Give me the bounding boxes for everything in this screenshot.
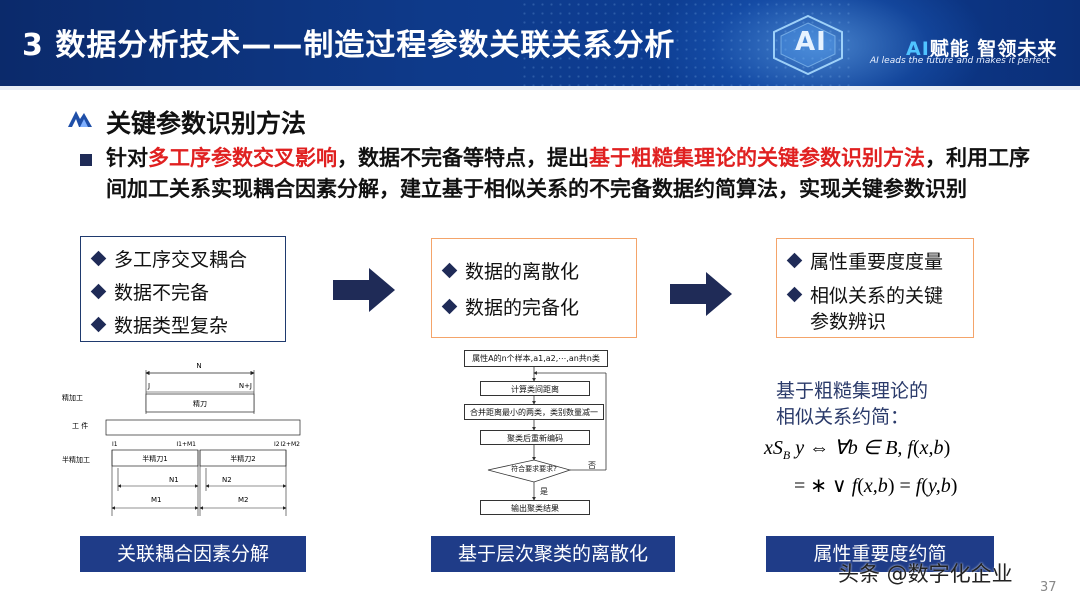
flowchart-connectors (487, 367, 607, 501)
ai-badge-text: AI (795, 27, 827, 57)
flow-step-output: 输出聚类结果 (480, 500, 590, 515)
caption-reduction: 属性重要度约简 (766, 536, 994, 572)
svg-text:I2: I2 (274, 441, 280, 448)
diamond-bullet-icon (90, 250, 107, 267)
list-item-continuation: 参数辨识 (810, 311, 887, 333)
clustering-flowchart: 属性A的n个样本,a1,a2,⋯,an共n类 计算类间距离 合并距离最小的两类，… (462, 348, 622, 520)
list-item: 数据不完备 (90, 278, 209, 305)
diamond-bullet-icon (441, 262, 458, 279)
section-title: 关键参数识别方法 (106, 109, 307, 138)
list-item: 数据的完备化 (441, 293, 579, 320)
diamond-bullet-icon (90, 283, 107, 300)
svg-text:J: J (147, 382, 150, 390)
svg-text:精加工: 精加工 (62, 393, 83, 402)
list-item: 属性重要度度量 (786, 247, 943, 274)
header-divider (0, 86, 1080, 90)
watermark: 头条 @数字化企业 (838, 562, 1013, 586)
flow-step-merge: 合并距离最小的两类，类别数量减一 (464, 404, 604, 420)
diamond-bullet-icon (441, 298, 458, 315)
flow-no-label: 否 (588, 461, 596, 470)
header-glow (650, 0, 990, 86)
coupling-diagram: N 精加工 J N+J 精刀 工 件 I1 I1+M1 I2 I2+M2 半精加… (62, 362, 301, 516)
similarity-formula: xSB y ⇔ ∀b ∈ B, f(x,b) = ∗ ∨ f(x,b) = f(… (763, 437, 957, 497)
svg-text:I1: I1 (112, 441, 118, 448)
caption-coupling: 关联耦合因素分解 (80, 536, 306, 572)
challenges-box: 多工序交叉耦合 数据不完备 数据类型复杂 (80, 236, 286, 342)
brand-slogan-en: AI leads the future and makes it perfect (870, 56, 1050, 66)
right-arrow-icon (670, 272, 732, 316)
mountain-logo-icon (68, 111, 92, 127)
svg-text:N2: N2 (222, 476, 232, 484)
diamond-bullet-icon (786, 252, 803, 269)
header-banner: 3 数据分析技术——制造过程参数关联关系分析 AI AI赋能 智领未来 AI l… (0, 0, 1080, 86)
square-bullet-icon (80, 154, 92, 166)
flow-step-distance: 计算类间距离 (480, 381, 590, 396)
reduction-box: 属性重要度度量 相似关系的关键 参数辨识 (776, 238, 974, 338)
list-item: 数据的离散化 (441, 257, 579, 284)
list-item: 相似关系的关键 (786, 281, 943, 308)
flow-decision: 符合要求要求? (511, 465, 557, 473)
svg-text:N: N (196, 362, 201, 370)
slide-title: 3 数据分析技术——制造过程参数关联关系分析 (22, 28, 676, 63)
svg-text:M1: M1 (151, 496, 162, 504)
svg-text:N1: N1 (169, 476, 179, 484)
description-paragraph: 针对多工序参数交叉影响，数据不完备等特点，提出基于粗糙集理论的关键参数识别方法，… (106, 146, 1030, 201)
caption-discretization: 基于层次聚类的离散化 (431, 536, 675, 572)
svg-text:半精加工: 半精加工 (62, 455, 90, 464)
right-arrow-icon (333, 268, 395, 312)
diamond-bullet-icon (786, 286, 803, 303)
flow-step-recode: 聚类后重新编码 (480, 430, 590, 445)
svg-text:N+J: N+J (239, 382, 252, 390)
svg-text:工 件: 工 件 (72, 421, 88, 430)
formula-title: 基于粗糙集理论的 相似关系约简： (776, 380, 929, 428)
list-item: 数据类型复杂 (90, 311, 228, 338)
page-number: 37 (1040, 580, 1057, 595)
svg-text:I1+M1: I1+M1 (176, 441, 196, 448)
preprocessing-box: 数据的离散化 数据的完备化 (431, 238, 637, 338)
svg-text:M2: M2 (238, 496, 249, 504)
brand-slogan: AI赋能 智领未来 (906, 38, 1058, 60)
svg-text:I2+M2: I2+M2 (280, 441, 300, 448)
flow-yes-label: 是 (540, 487, 548, 496)
list-item: 多工序交叉耦合 (90, 245, 247, 272)
svg-text:xSB y ⇔ ∀b ∈ B, f(x,b): xSB y ⇔ ∀b ∈ B, f(x,b) (763, 437, 950, 462)
svg-text:精刀: 精刀 (193, 399, 207, 408)
flow-step-input: 属性A的n个样本,a1,a2,⋯,an共n类 (464, 350, 608, 367)
svg-text:半精刀2: 半精刀2 (230, 454, 255, 463)
svg-text:半精刀1: 半精刀1 (142, 454, 167, 463)
svg-text:= ∗ ∨ f(x,b) = f(y,b): = ∗ ∨ f(x,b) = f(y,b) (794, 475, 957, 497)
diamond-bullet-icon (90, 316, 107, 333)
header-dots (520, 0, 850, 86)
ai-badge-icon (770, 14, 846, 76)
